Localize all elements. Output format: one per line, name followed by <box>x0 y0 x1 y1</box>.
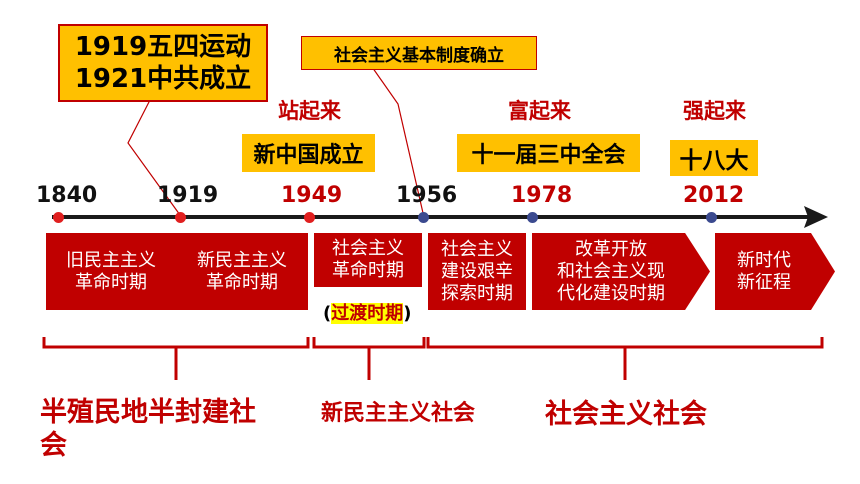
period-socialist-revolution-label: 社会主义 革命时期 <box>332 238 404 281</box>
year-2012: 2012 <box>683 183 745 208</box>
bracket-new-democratic <box>312 337 426 349</box>
period-reform-opening: 改革开放 和社会主义现 代化建设时期 <box>532 233 710 310</box>
period-socialist-revolution: 社会主义 革命时期 <box>314 233 422 287</box>
system-established-text: 社会主义基本制度确立 <box>334 45 504 66</box>
society-socialist: 社会主义社会 <box>545 399 707 430</box>
year-1978: 1978 <box>511 183 573 208</box>
year-1956: 1956 <box>396 183 458 208</box>
system-connector-line <box>369 63 424 214</box>
dot-1919 <box>175 212 186 223</box>
transition-period-text: 过渡时期 <box>331 303 404 324</box>
dot-2012 <box>706 212 717 223</box>
transition-paren-open: ( <box>323 303 332 324</box>
society-semi-colonial: 半殖民地半封建社 会 <box>40 396 256 462</box>
bracket-semi-colonial <box>42 337 310 349</box>
phrase-get-rich: 富起来 <box>508 99 571 123</box>
year-1840: 1840 <box>36 183 98 208</box>
tag-third-plenum: 十一届三中全会 <box>457 134 640 172</box>
timeline-arrowhead <box>804 206 828 228</box>
transition-period-label: (过渡时期) <box>323 299 411 325</box>
phrase-get-strong: 强起来 <box>683 99 746 123</box>
wusi-connector-line <box>127 99 181 216</box>
tag-eighteenth-congress: 十八大 <box>670 140 758 176</box>
dot-1949 <box>304 212 315 223</box>
dot-1840 <box>53 212 64 223</box>
transition-paren-close: ) <box>403 303 412 324</box>
phrase-stand-up: 站起来 <box>278 99 341 123</box>
bracket-socialist <box>426 337 824 349</box>
dot-1956 <box>418 212 429 223</box>
year-1949: 1949 <box>281 183 343 208</box>
system-established-callout: 社会主义基本制度确立 <box>301 36 537 70</box>
wusi-line-2: 1921中共成立 <box>74 64 252 94</box>
society-semi-colonial-line-1: 半殖民地半封建社 <box>40 397 256 428</box>
tag-new-china: 新中国成立 <box>242 134 375 172</box>
society-semi-colonial-line-2: 会 <box>40 430 67 461</box>
period-new-era: 新时代 新征程 <box>715 233 835 310</box>
society-new-democratic: 新民主主义社会 <box>321 401 476 426</box>
wusi-line-1: 1919五四运动 <box>74 32 252 62</box>
period-old-democratic: 旧民主主义 革命时期 <box>46 233 176 310</box>
period-socialist-construction: 社会主义 建设艰辛 探索时期 <box>428 233 526 310</box>
wusi-callout-box: 1919五四运动 1921中共成立 <box>58 24 268 102</box>
period-new-democratic: 新民主主义 革命时期 <box>176 233 308 310</box>
year-1919: 1919 <box>157 183 219 208</box>
dot-1978 <box>527 212 538 223</box>
